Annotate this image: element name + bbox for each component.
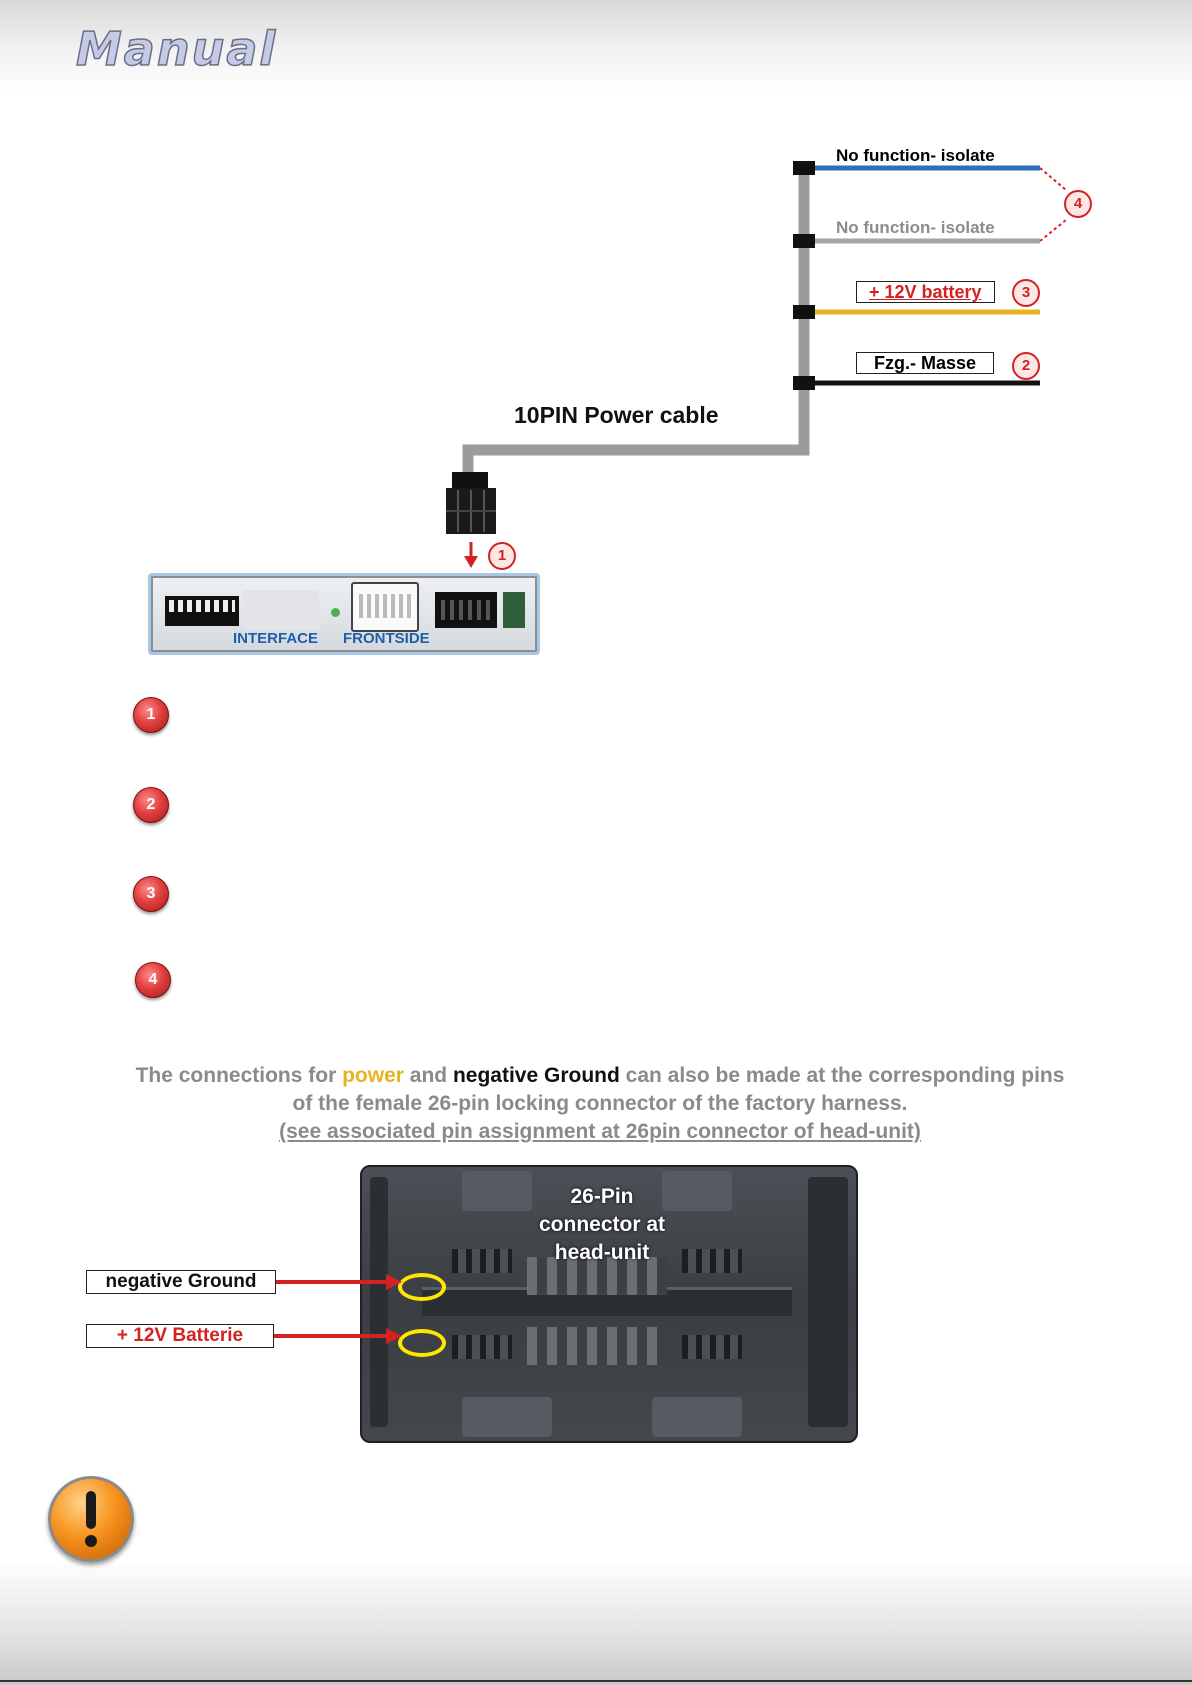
dip-switch — [165, 596, 239, 626]
label-12v-batterie: + 12V Batterie — [86, 1324, 274, 1348]
badge-4-wires: 4 — [1064, 190, 1092, 218]
photo-callout-arrows — [274, 1274, 402, 1344]
power-cable-trunk — [462, 168, 810, 478]
info-power-word: power — [342, 1064, 404, 1087]
connector-title: 26-Pin connector at head-unit — [538, 1185, 666, 1264]
ground-pin-marker — [398, 1273, 446, 1301]
interface-label-left: INTERFACE — [233, 630, 319, 647]
legend-badge-1: 1 — [133, 697, 169, 733]
manual-logo: Manual — [75, 21, 278, 77]
info-ground-word: negative Ground — [452, 1064, 620, 1087]
arrow-battery-head — [386, 1328, 402, 1344]
badge-3-wire: 3 — [1012, 279, 1040, 307]
legend-badge-4: 4 — [135, 962, 171, 998]
brace-top — [1039, 167, 1067, 191]
footer-band — [0, 1560, 1192, 1685]
info-line-1: The connections for power and negative G… — [135, 1064, 1065, 1087]
info-line-2: of the female 26-pin locking connector o… — [292, 1092, 908, 1115]
info-paragraph: The connections for power and negative G… — [80, 1062, 1120, 1146]
wire-label-blue: No function- isolate — [836, 146, 995, 165]
junction-2 — [793, 234, 815, 248]
status-led — [331, 608, 340, 617]
wire-label-gray: No function- isolate — [836, 218, 995, 237]
warning-icon — [48, 1476, 134, 1562]
port-socket — [351, 582, 419, 632]
label-negative-ground: negative Ground — [86, 1270, 276, 1294]
plug-arrow-head — [464, 556, 478, 568]
plug-top — [452, 472, 488, 490]
wire-label-ground: Fzg.- Masse — [856, 352, 994, 374]
interface-frontside: INTERFACE FRONTSIDE — [148, 573, 540, 655]
header-band — [0, 0, 1192, 92]
interface-label-right: FRONTSIDE — [343, 630, 430, 647]
junction-1 — [793, 161, 815, 175]
cable-title: 10PIN Power cable — [514, 402, 719, 428]
green-terminal — [503, 592, 525, 628]
badge-1-connector: 1 — [488, 542, 516, 570]
wiring-diagram — [446, 161, 1067, 568]
brace-bottom — [1039, 219, 1067, 242]
info-line-3: (see associated pin assignment at 26pin … — [279, 1120, 921, 1143]
power-socket — [435, 592, 497, 628]
connector-photo: 26-Pin connector at head-unit — [360, 1165, 858, 1443]
wire-label-12v: + 12V battery — [856, 281, 995, 303]
badge-2-wire: 2 — [1012, 352, 1040, 380]
bottom-rule — [0, 1680, 1192, 1682]
arrow-ground-head — [386, 1274, 402, 1290]
legend-badge-3: 3 — [133, 876, 169, 912]
legend-badge-2: 2 — [133, 787, 169, 823]
battery-pin-marker — [398, 1329, 446, 1357]
junction-3 — [793, 305, 815, 319]
junction-4 — [793, 376, 815, 390]
